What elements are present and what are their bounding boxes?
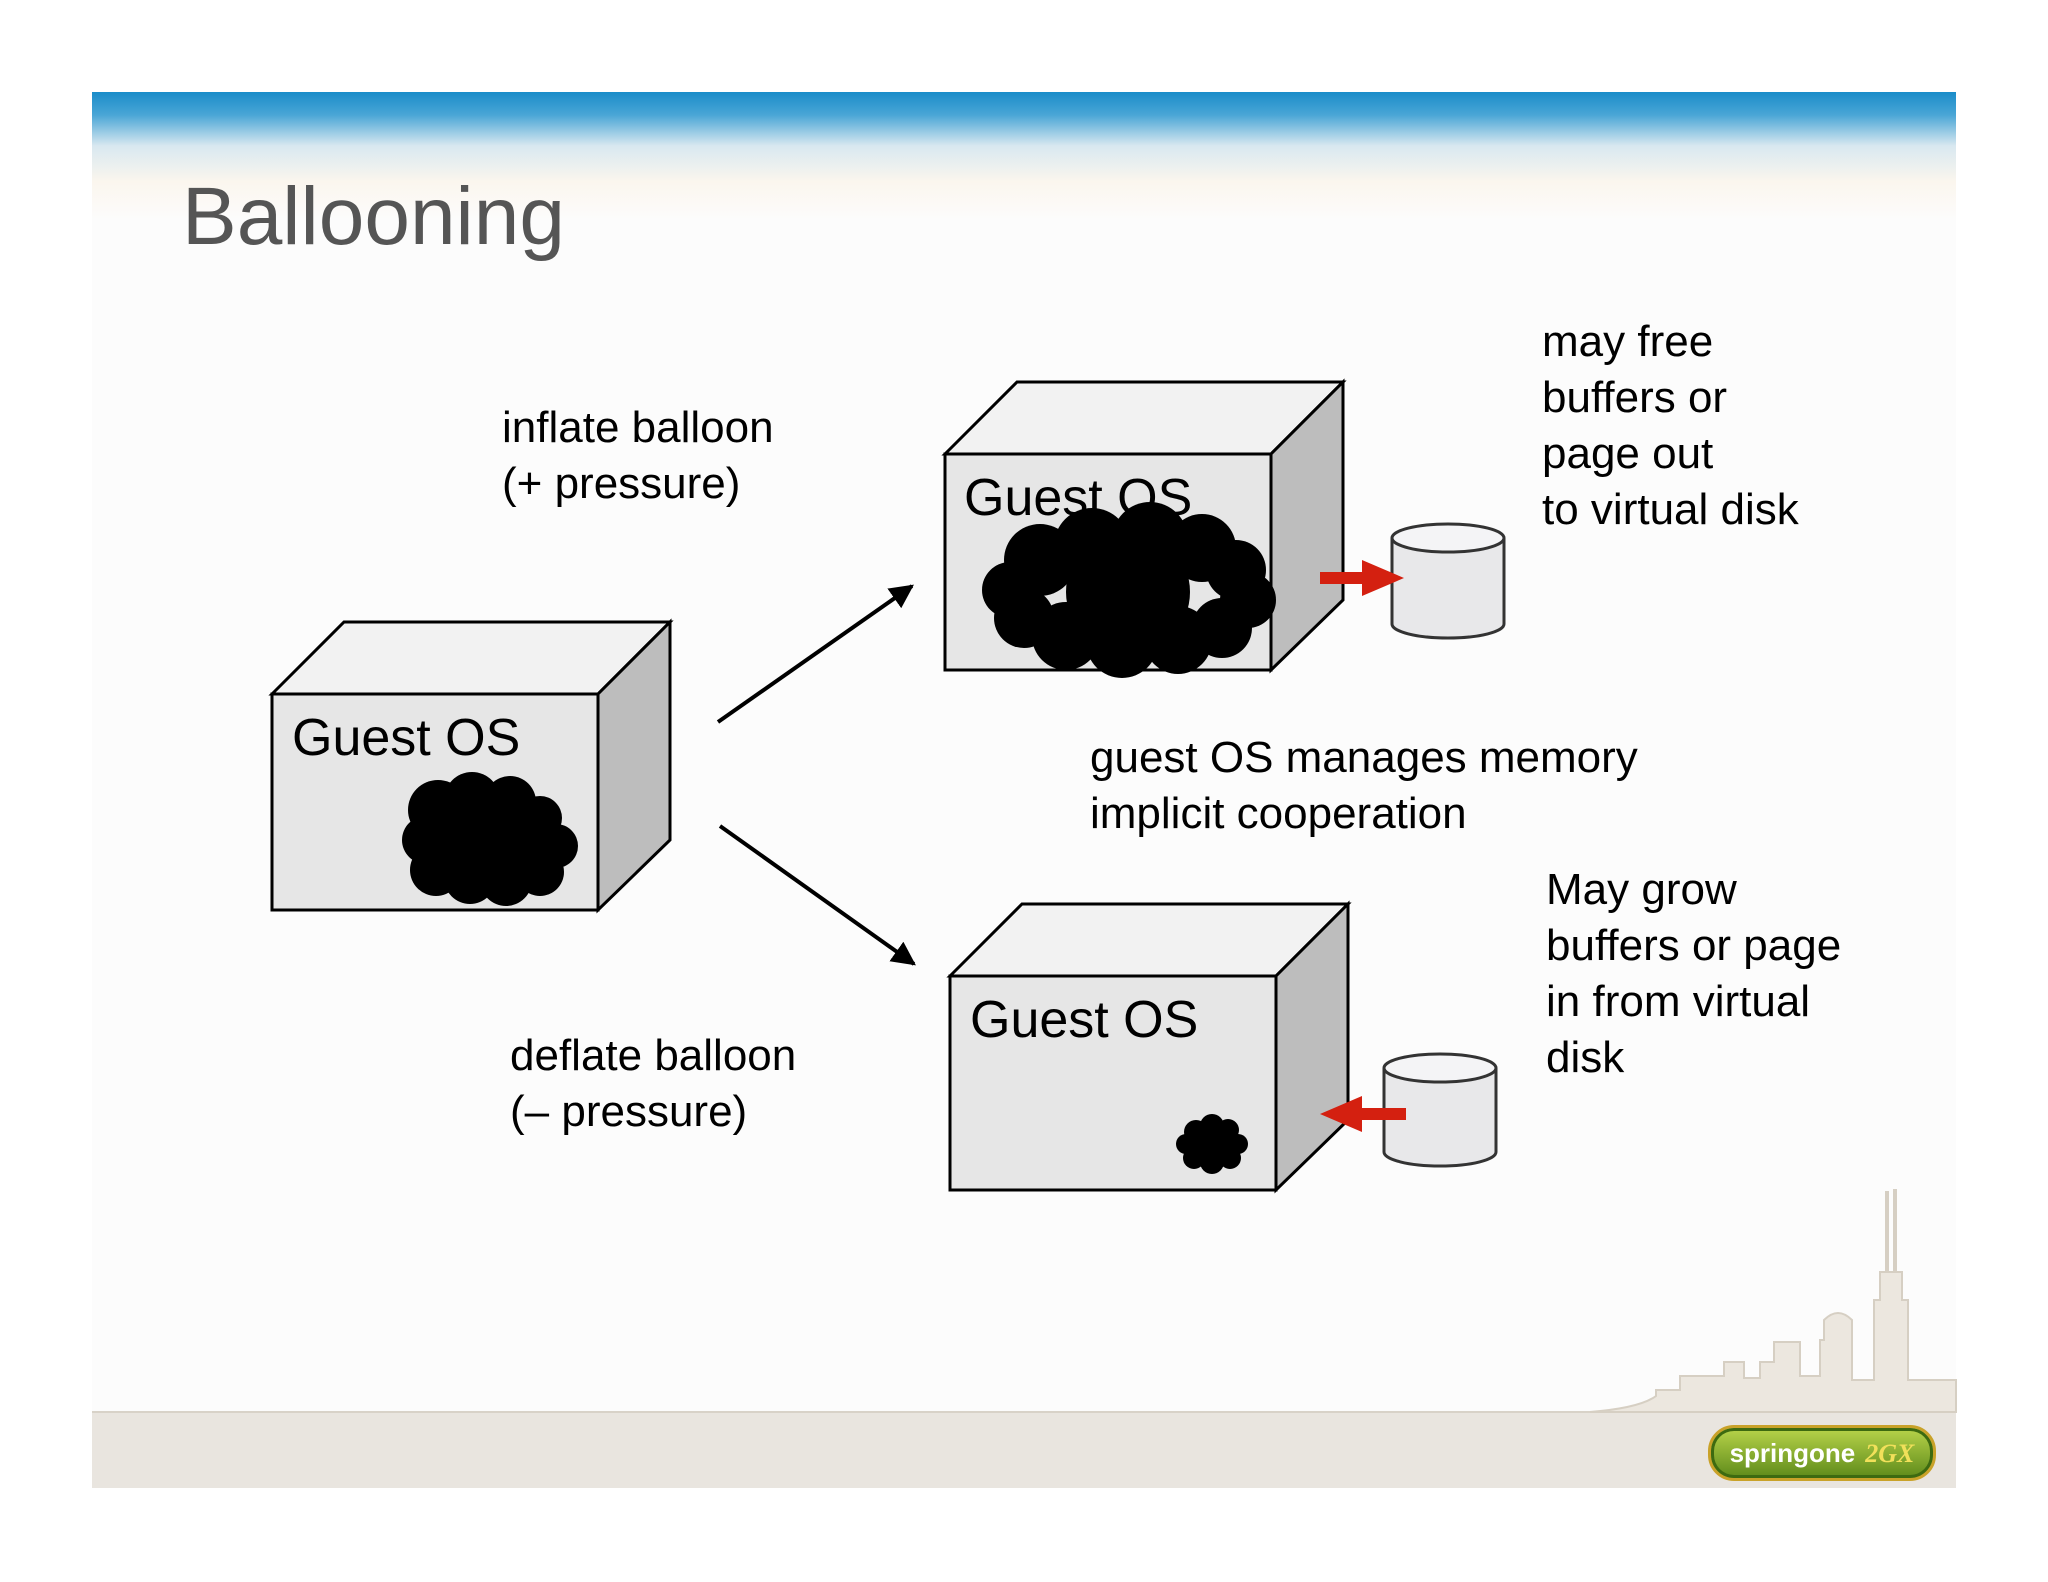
bottom-note-line4: disk [1546, 1033, 1625, 1082]
inflate-label-line2: (+ pressure) [502, 459, 741, 508]
guest-os-label-inflated: Guest OS [964, 469, 1193, 527]
balloon-icon-small [1176, 1114, 1248, 1174]
inflate-label-line1: inflate balloon [502, 403, 774, 452]
top-note-line4: to virtual disk [1542, 485, 1799, 534]
inflate-arrow [716, 584, 914, 724]
top-note-line1: may free [1542, 317, 1714, 366]
deflate-label: deflate balloon (– pressure) [510, 1028, 796, 1140]
logo-suffix-text: 2GX [1865, 1438, 1915, 1468]
springone-logo: springone 2GX [1708, 1425, 1936, 1481]
deflate-label-line2: (– pressure) [510, 1087, 748, 1136]
city-skyline-icon [1589, 1189, 1957, 1413]
balloon-icon-large [982, 502, 1276, 678]
guest-os-box-deflated [946, 900, 1352, 1194]
virtual-disk-icon-bottom [1382, 1052, 1498, 1168]
page-out-arrow [1320, 560, 1404, 596]
center-note: guest OS manages memory implicit coopera… [1090, 730, 1638, 842]
balloon-icon-medium [402, 772, 578, 906]
header-band [92, 92, 1956, 220]
inflate-label: inflate balloon (+ pressure) [502, 400, 774, 512]
deflate-label-line1: deflate balloon [510, 1031, 797, 1080]
top-note: may free buffers or page out to virtual … [1542, 314, 1799, 538]
bottom-note: May grow buffers or page in from virtual… [1546, 862, 1841, 1086]
page-in-arrow [1320, 1096, 1406, 1132]
logo-main-text: springone [1729, 1437, 1856, 1468]
center-note-line1: guest OS manages memory [1090, 733, 1638, 782]
guest-os-label-initial: Guest OS [292, 709, 521, 767]
top-note-line2: buffers or [1542, 373, 1728, 422]
guest-os-label-deflated: Guest OS [970, 991, 1199, 1049]
bottom-note-line3: in from virtual [1546, 977, 1811, 1026]
virtual-disk-icon-top [1390, 522, 1506, 640]
deflate-arrow [718, 824, 916, 966]
footer-band [92, 1412, 1956, 1488]
top-note-line3: page out [1542, 429, 1714, 478]
slide-title: Ballooning [182, 171, 565, 262]
bottom-note-line1: May grow [1546, 865, 1737, 914]
bottom-note-line2: buffers or page [1546, 921, 1842, 970]
center-note-line2: implicit cooperation [1090, 789, 1467, 838]
